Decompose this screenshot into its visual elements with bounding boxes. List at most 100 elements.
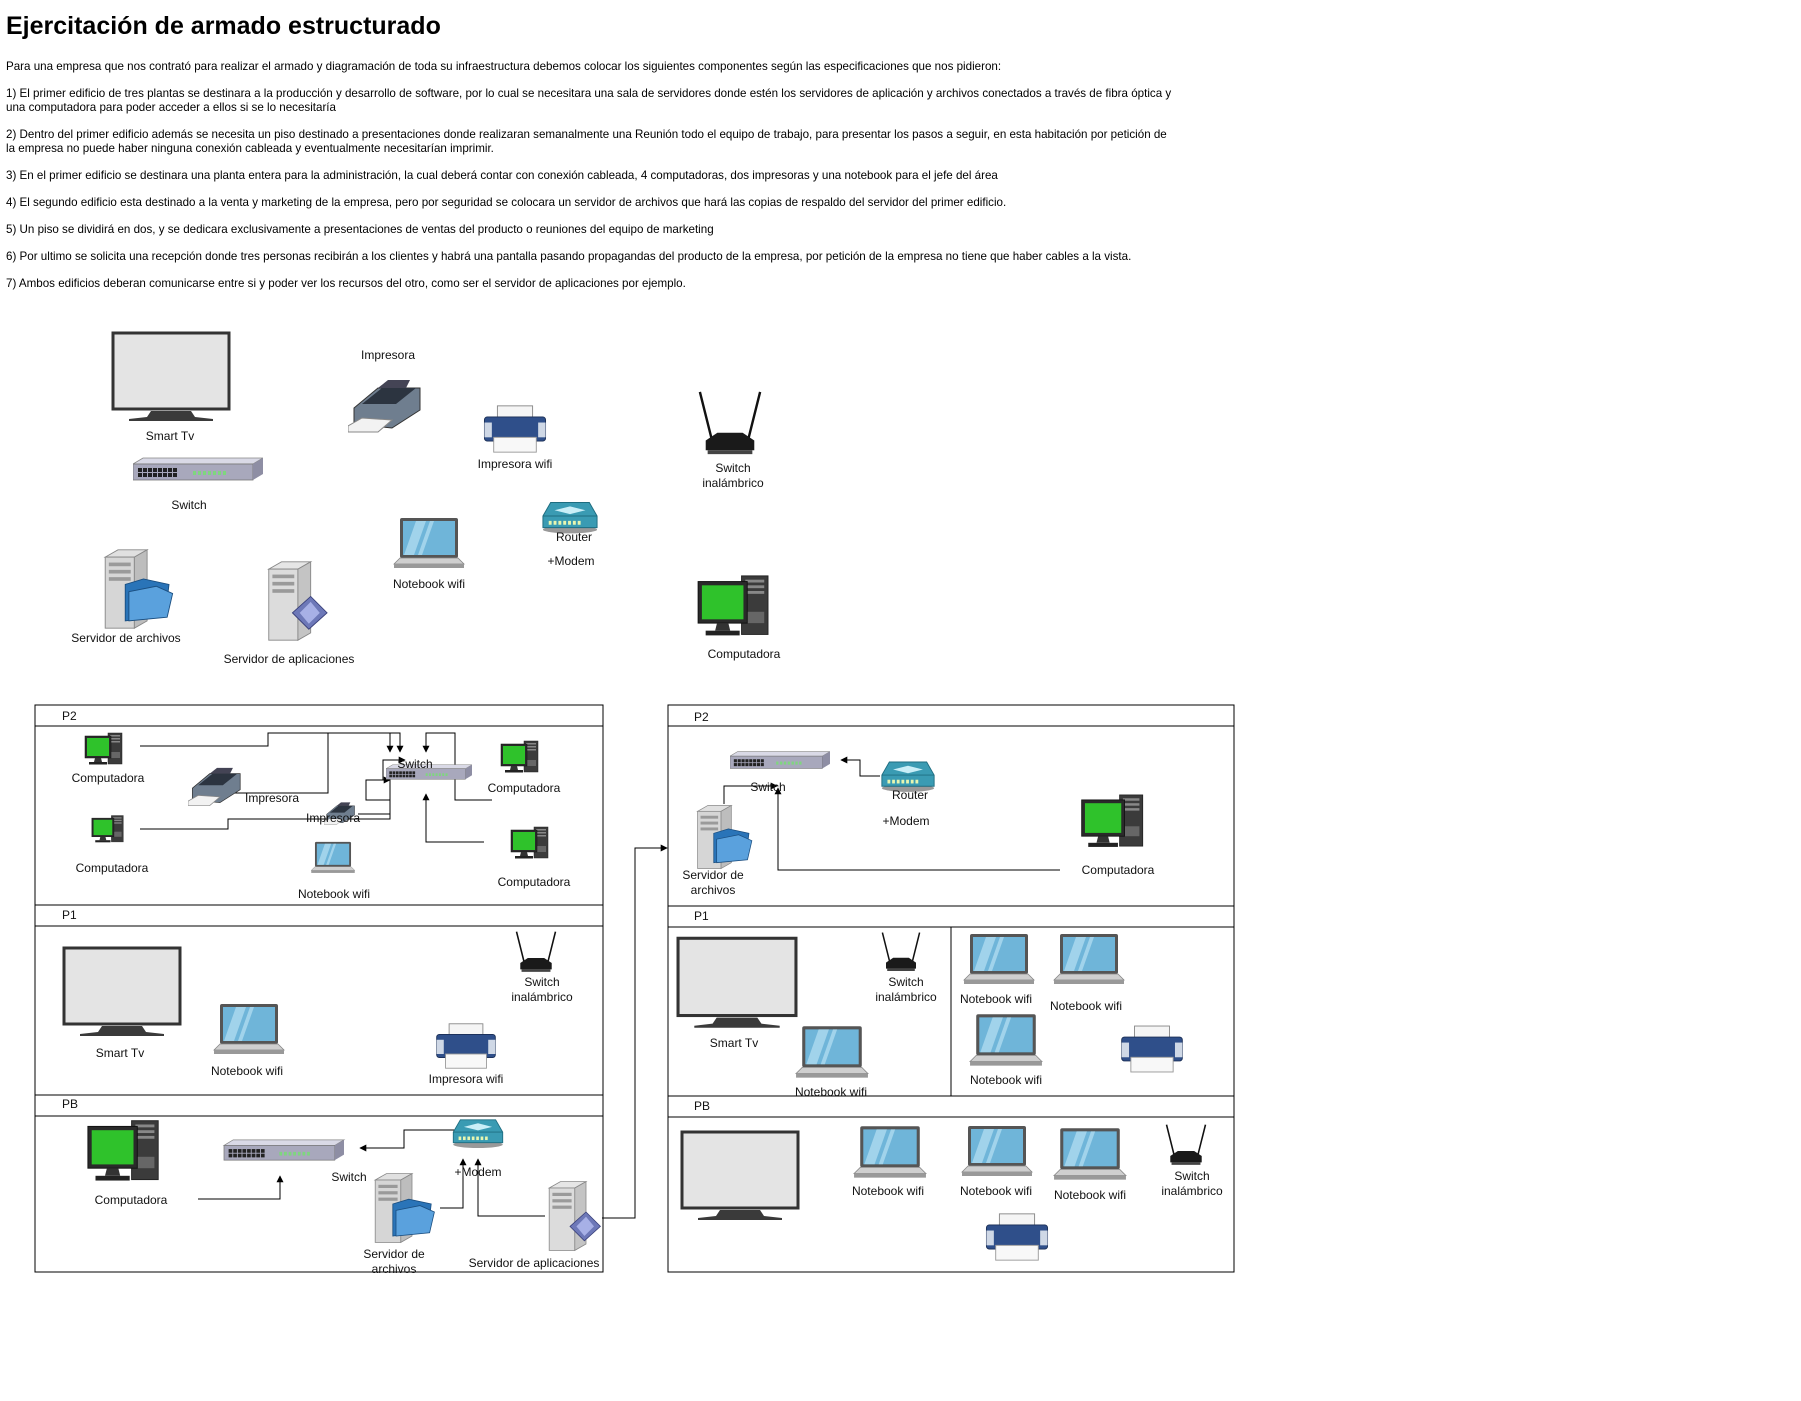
palette-router-label: Router: [556, 530, 592, 544]
b2-p2-connections: [723, 756, 1060, 871]
b2-p1-notebook-a-label: Notebook wifi: [960, 992, 1032, 1006]
b2-p2-router-label: Router: [892, 788, 928, 802]
page-title: Ejercitación de armado estructurado: [6, 12, 441, 40]
b2-pb-wifi-printer: [985, 1213, 1049, 1261]
router-icon: [542, 502, 598, 534]
b1-p1-wifi-printer: [436, 1023, 496, 1069]
smart-tv-icon: [111, 331, 231, 423]
palette-wireless-switch-label-2: inalámbrico: [702, 476, 764, 490]
b1-pb-file-server-label-1: Servidor de: [363, 1247, 425, 1261]
b1-p2-notebook-label: Notebook wifi: [298, 887, 370, 901]
b2-p2-header: [667, 704, 1235, 727]
b1-pb-label: PB: [62, 1097, 78, 1111]
b1-pb-modem-label: +Modem: [454, 1165, 501, 1179]
b1-pb-connections: [198, 844, 668, 1219]
palette-wifi-printer-label: Impresora wifi: [478, 457, 553, 471]
palette-computer-label: Computadora: [708, 647, 781, 661]
computer-icon: [697, 575, 769, 636]
b1-p2-notebook: [310, 841, 356, 874]
b1-pb-router: [452, 1119, 504, 1148]
b1-p2-printer-1-label: Impresora: [245, 791, 299, 805]
b2-pb-wireless-switch-label-1: Switch: [1174, 1169, 1209, 1183]
b2-p1-notebook-c: [969, 1013, 1043, 1067]
b2-p2-computer-label: Computadora: [1082, 863, 1155, 877]
b2-p1-notebook-b-label: Notebook wifi: [1050, 999, 1122, 1013]
b1-p2-header: [34, 704, 604, 727]
palette-smart-tv-label: Smart Tv: [146, 429, 194, 443]
b1-pb-computer-label: Computadora: [95, 1193, 168, 1207]
palette-app-server-label: Servidor de aplicaciones: [224, 652, 355, 666]
b1-p2-computer-3-label: Computadora: [488, 781, 561, 795]
b1-p2-computer-4-label: Computadora: [498, 875, 571, 889]
b1-p1-wifi-printer-label: Impresora wifi: [429, 1072, 504, 1086]
b2-p1-label: P1: [694, 909, 709, 923]
b2-p1-notebook-c-label: Notebook wifi: [970, 1073, 1042, 1087]
b2-pb-notebook-a: [853, 1125, 927, 1179]
paragraph-4: 4) El segundo edificio esta destinado a …: [6, 196, 1007, 209]
palette-modem-label: +Modem: [547, 554, 594, 568]
paragraph-3: 3) En el primer edificio se destinara un…: [6, 169, 998, 182]
paragraph-intro: Para una empresa que nos contrató para r…: [6, 60, 1002, 73]
b1-p2-computer-1-label: Computadora: [72, 771, 145, 785]
file-server-icon: [104, 549, 174, 629]
b1-p2-computer-3: [500, 740, 539, 773]
b2-pb-wireless-switch: [1165, 1123, 1207, 1166]
b2-pb-notebook-b: [961, 1125, 1033, 1177]
building-1: P2 P1 PB Computadora Computadora Impreso…: [34, 704, 668, 1276]
b2-pb-notebook-b-label: Notebook wifi: [960, 1184, 1032, 1198]
b2-p1-smart-tv: [676, 936, 798, 1030]
building-2: P2 P1 PB Switch Router +Modem Servidor d…: [667, 704, 1235, 1273]
paragraph-5: 5) Un piso se dividirá en dos, y se dedi…: [6, 223, 714, 236]
b2-p1-notebook-left: [795, 1025, 869, 1079]
b1-p1-smart-tv: [62, 946, 182, 1038]
b1-p1-wireless-switch-label-2: inalámbrico: [511, 990, 573, 1004]
palette-switch-label: Switch: [171, 498, 206, 512]
paragraph-6: 6) Por ultimo se solicita una recepción …: [6, 250, 1132, 263]
b2-p2-computer: [1081, 794, 1144, 848]
b1-p1-notebook-label: Notebook wifi: [211, 1064, 283, 1078]
b1-pb-file-server: [374, 1173, 435, 1243]
b1-p1-smart-tv-label: Smart Tv: [96, 1046, 144, 1060]
b1-p1-label: P1: [62, 908, 77, 922]
b2-p1-notebook-a: [963, 933, 1035, 985]
b2-p1-wireless-switch-label-1: Switch: [888, 975, 923, 989]
b1-p1-notebook: [213, 1003, 285, 1055]
app-server-icon: [268, 561, 328, 641]
b1-pb-file-server-label-2: archivos: [372, 1262, 417, 1276]
b2-p1-header: [667, 905, 1235, 928]
paragraph-7: 7) Ambos edificios deberan comunicarse e…: [6, 277, 686, 290]
b2-p2-modem-label: +Modem: [882, 814, 929, 828]
b2-p1-wireless-switch: [881, 931, 921, 972]
b1-p2-computer-4: [510, 826, 549, 859]
b1-p2-switch-label: Switch: [397, 757, 432, 771]
b2-p1-wireless-switch-label-2: inalámbrico: [875, 990, 937, 1004]
b2-p2-file-server-label-2: archivos: [691, 883, 736, 897]
b1-p2-computer-2: [91, 815, 124, 843]
b1-pb-switch-label: Switch: [331, 1170, 366, 1184]
b1-p1-header: [34, 904, 604, 927]
b1-pb-switch: [223, 1139, 345, 1161]
b2-p2-file-server: [697, 805, 753, 869]
switch-icon: [133, 457, 263, 481]
palette: Smart Tv Switch Impresora Impresora wifi…: [71, 331, 781, 666]
b2-pb-header: [667, 1095, 1235, 1118]
b1-p2-label: P2: [62, 709, 77, 723]
palette-wireless-switch-label-1: Switch: [715, 461, 750, 475]
instructions-text: Para una empresa que nos contrató para r…: [6, 60, 1176, 304]
b2-p2-label: P2: [694, 710, 709, 724]
wifi-printer-icon: [483, 405, 547, 453]
b1-pb-computer: [87, 1120, 159, 1182]
b2-pb-wireless-switch-label-2: inalámbrico: [1161, 1184, 1223, 1198]
b2-p1-smart-tv-label: Smart Tv: [710, 1036, 758, 1050]
b1-p2-connections: [140, 732, 492, 843]
b2-pb-notebook-a-label: Notebook wifi: [852, 1184, 924, 1198]
palette-notebook-label: Notebook wifi: [393, 577, 465, 591]
b2-p2-switch: [730, 751, 830, 769]
b1-p2-computer-1: [84, 732, 123, 765]
wireless-switch-icon: [698, 390, 762, 456]
b2-p2-file-server-label-1: Servidor de: [682, 868, 744, 882]
b2-pb-notebook-c-label: Notebook wifi: [1054, 1188, 1126, 1202]
b1-pb-header: [34, 1094, 604, 1117]
paragraph-1: 1) El primer edificio de tres plantas se…: [6, 87, 1172, 114]
b2-pb-label: PB: [694, 1099, 710, 1113]
